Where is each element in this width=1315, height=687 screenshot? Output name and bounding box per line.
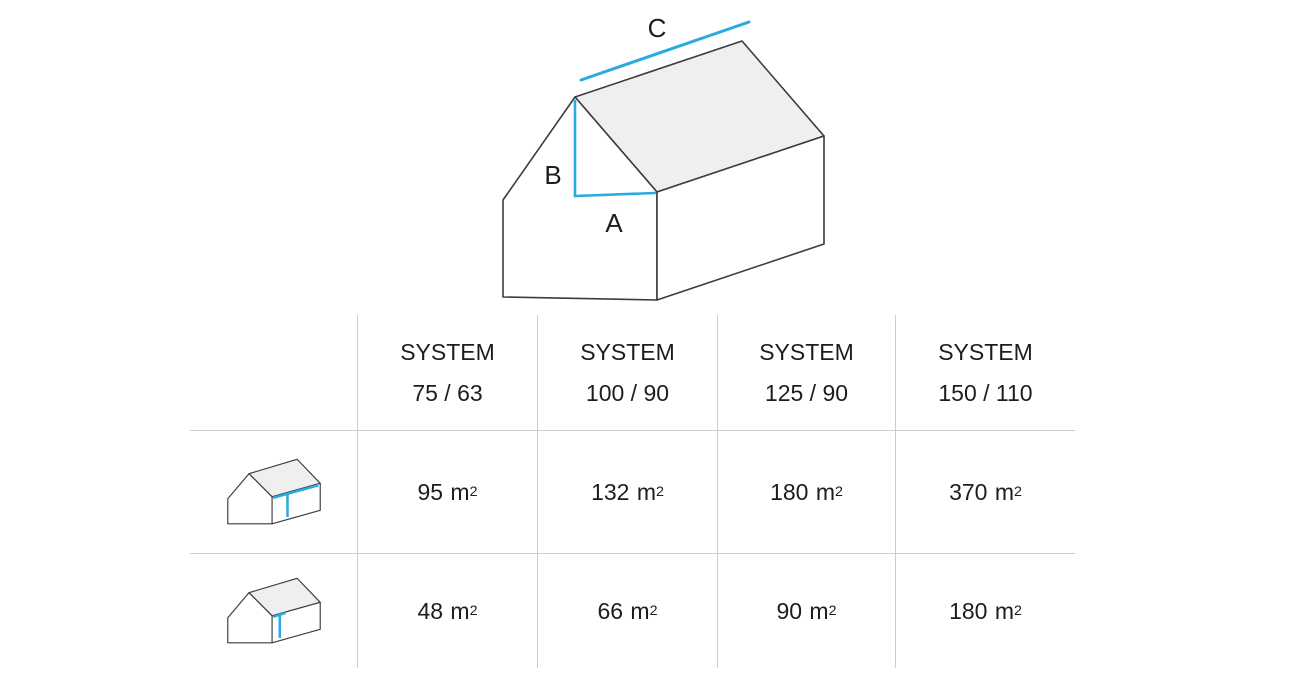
header-line2: 100 / 90 <box>585 379 670 406</box>
house-full-eave-gutter-icon <box>226 458 321 525</box>
header-line2: 125 / 90 <box>764 379 849 406</box>
ridge-length-line <box>579 20 751 82</box>
system-sizing-table: SYSTEM 75 / 63 SYSTEM 100 / 90 SYSTEM 12… <box>190 315 1075 668</box>
area-unit: m <box>636 478 656 505</box>
label-a: A <box>605 208 623 238</box>
header-system-150-110: SYSTEM 150 / 110 <box>895 315 1075 430</box>
area-unit: m <box>630 597 650 624</box>
area-value: 132 <box>591 478 630 505</box>
header-system-75-63: SYSTEM 75 / 63 <box>357 315 537 430</box>
house-half-eave-gutter-icon <box>226 577 321 644</box>
row-icon-cell <box>190 430 357 553</box>
area-unit: m <box>815 478 835 505</box>
area-value: 90 <box>776 597 803 624</box>
area-unit: m <box>994 597 1014 624</box>
header-line1: SYSTEM <box>938 338 1033 365</box>
header-line1: SYSTEM <box>759 338 854 365</box>
area-value: 48 <box>417 597 444 624</box>
half-span-line <box>573 191 657 198</box>
header-system-125-90: SYSTEM 125 / 90 <box>717 315 895 430</box>
label-c: C <box>648 13 667 43</box>
corner-cell <box>190 315 357 430</box>
row-icon-cell <box>190 553 357 668</box>
area-unit: m <box>450 478 470 505</box>
side-wall <box>656 135 825 301</box>
header-line2: 150 / 110 <box>938 379 1033 406</box>
full-gutter-line <box>272 484 319 499</box>
label-b: B <box>544 160 561 190</box>
house-dimensions-diagram: C B A <box>502 13 825 301</box>
header-line1: SYSTEM <box>580 338 675 365</box>
area-unit: m <box>994 478 1014 505</box>
area-unit: m <box>809 597 829 624</box>
area-value: 180 <box>770 478 809 505</box>
area-value: 66 <box>597 597 624 624</box>
area-unit: m <box>450 597 470 624</box>
area-value: 180 <box>949 597 988 624</box>
header-line1: SYSTEM <box>400 338 495 365</box>
area-value: 95 <box>417 478 444 505</box>
area-value: 370 <box>949 478 988 505</box>
header-system-100-90: SYSTEM 100 / 90 <box>537 315 717 430</box>
header-line2: 75 / 63 <box>412 379 483 406</box>
